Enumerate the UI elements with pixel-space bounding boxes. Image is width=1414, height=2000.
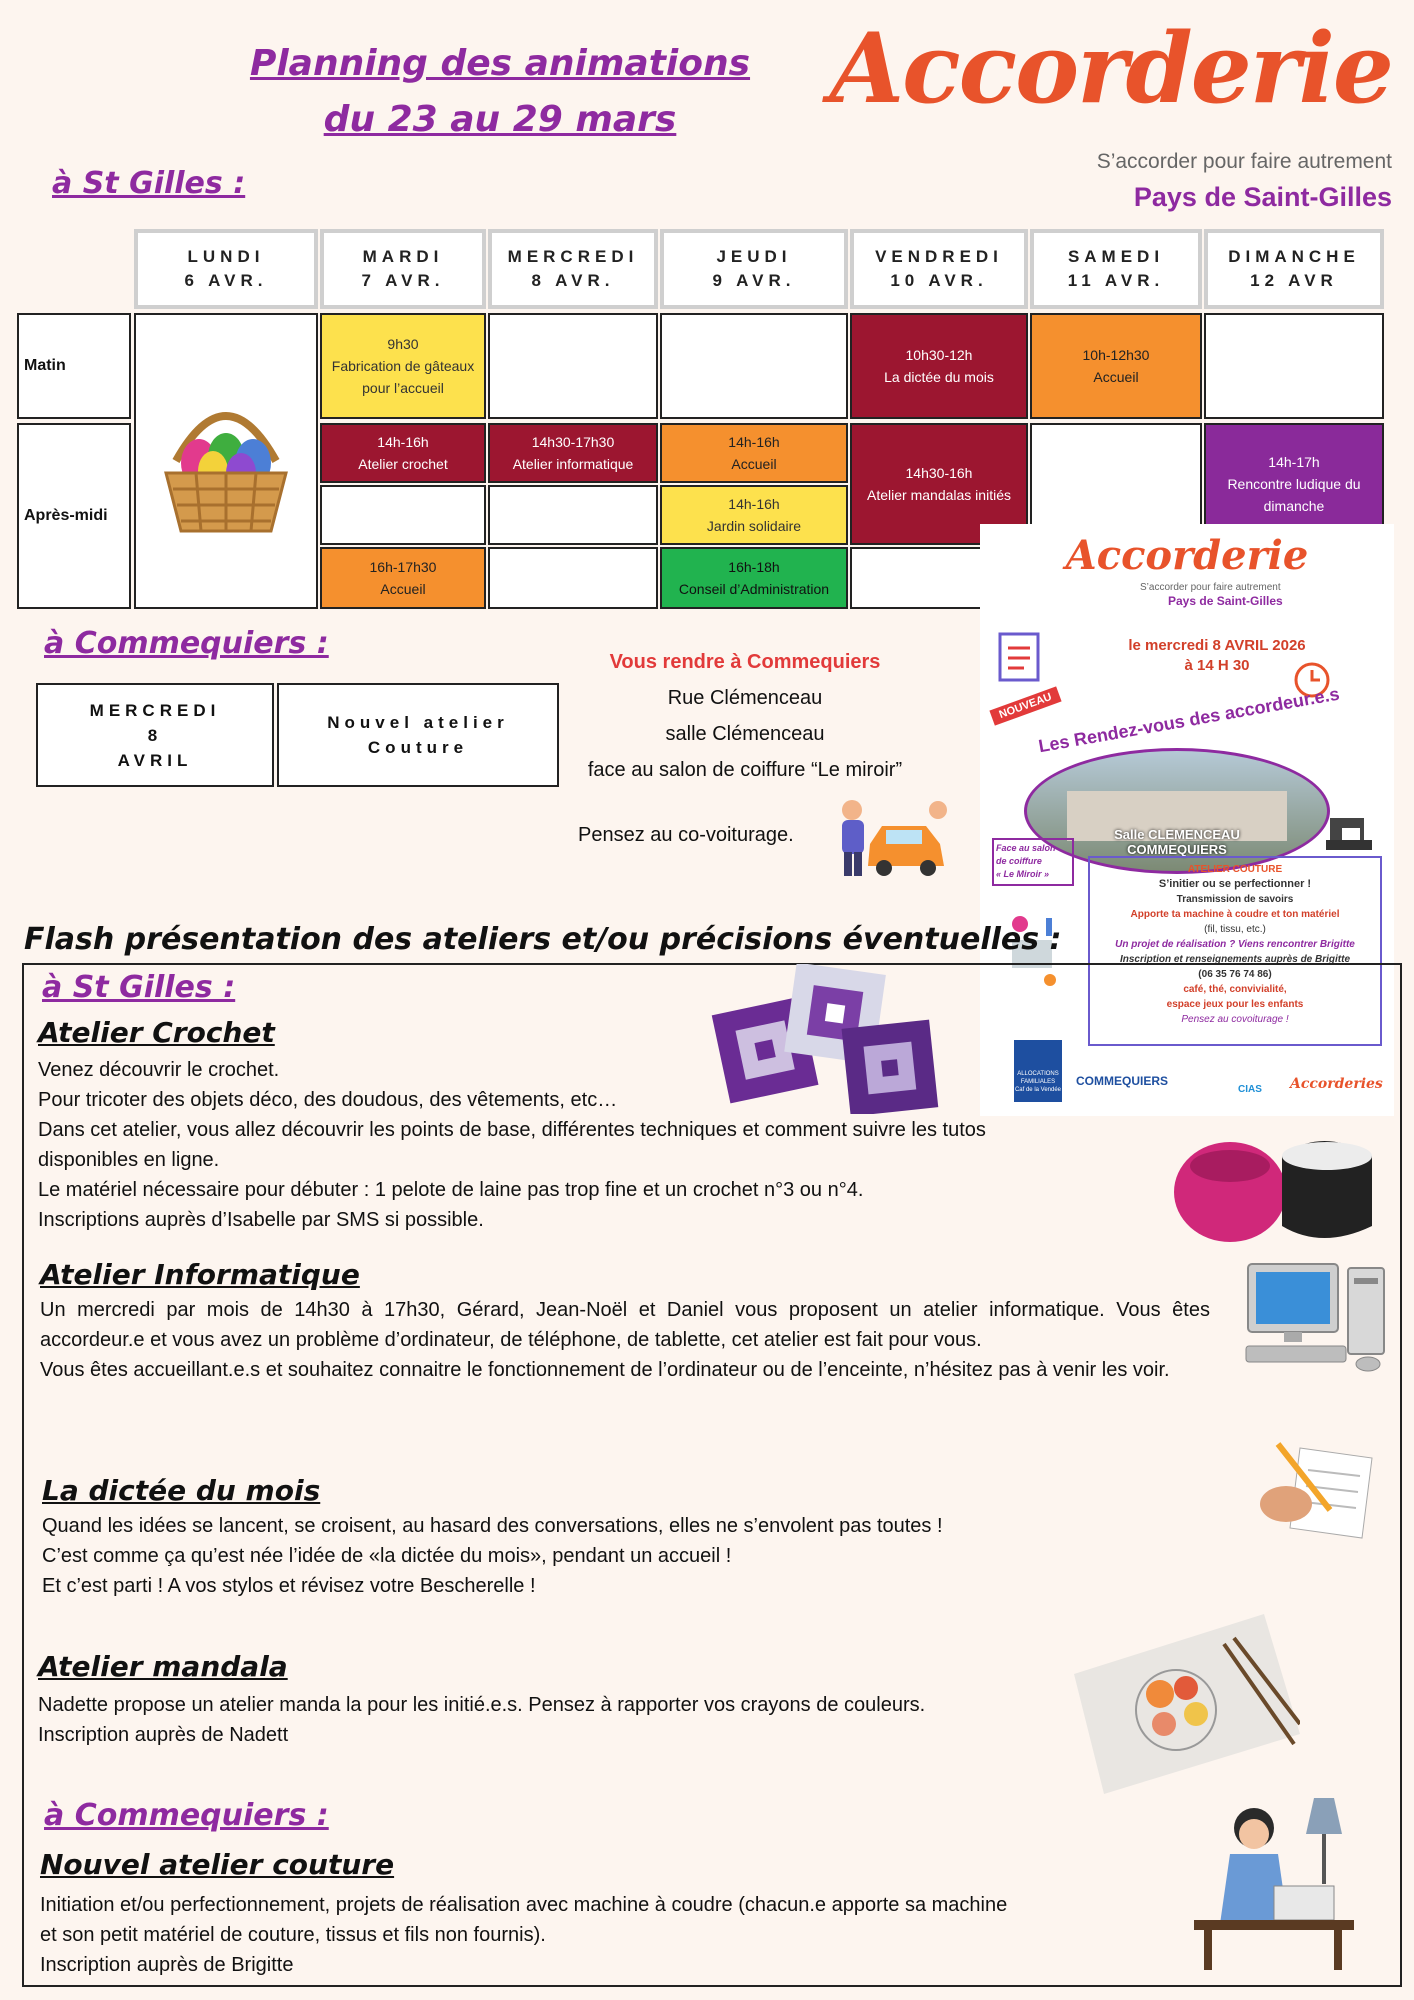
flash-title: Flash présentation des ateliers et/ou pr… — [24, 922, 1062, 957]
easter-basket-icon — [164, 412, 288, 533]
logo-pays: Pays de Saint-Gilles — [1133, 182, 1392, 212]
flash-st-gilles: à St Gilles : — [42, 970, 236, 1005]
empty-mercredi-pm3 — [488, 547, 658, 609]
crochet-title: Atelier Crochet — [38, 1016, 275, 1049]
clipboard-icon — [998, 632, 1040, 682]
crochet-squares-image — [711, 964, 939, 1114]
flash-commequiers: à Commequiers : — [44, 1798, 329, 1833]
dictee-text: Quand les idées se lancent, se croisent,… — [42, 1515, 943, 1597]
crochet-text: Venez découvrir le crochet. Pour tricote… — [38, 1059, 986, 1231]
logo-tagline: S’accorder pour faire autrement — [1096, 150, 1392, 173]
dictee-title: La dictée du mois — [42, 1474, 321, 1507]
poster-atelier-box: ATELIER COUTURE S’initier ou se perfecti… — [1088, 856, 1382, 1046]
section-commequiers: à Commequiers : — [44, 626, 329, 661]
poster-logo: Accorderie — [1065, 532, 1309, 579]
commequiers-directions: Vous rendre à Commequiers Rue Clémenceau… — [560, 644, 930, 788]
couture-title: Nouvel atelier couture — [40, 1848, 395, 1881]
mandala-drawing-image — [1074, 1614, 1300, 1794]
empty-mercredi-matin — [488, 313, 658, 419]
informatique-text: Un mercredi par mois de 14h30 à 17h30, G… — [40, 1299, 1210, 1381]
directions-landmark: face au salon de coiffure “Le miroir” — [587, 759, 903, 781]
logo-wordmark: Accorderie — [829, 12, 1394, 125]
directions-street: Rue Clémenceau — [667, 687, 823, 709]
couture-poster: Accorderie S’accorder pour faire autreme… — [980, 524, 1394, 1116]
empty-mercredi-pm2 — [488, 485, 658, 545]
informatique-title: Atelier Informatique — [40, 1258, 360, 1291]
section-st-gilles: à St Gilles : — [52, 166, 246, 201]
page-title: Planning des animations du 23 au 29 mars — [170, 36, 830, 148]
lundi-cell — [134, 313, 318, 609]
empty-jeudi-matin — [660, 313, 848, 419]
crochet-hats-image — [1174, 1141, 1372, 1242]
directions-salle: salle Clémenceau — [665, 723, 825, 745]
flash-frame — [22, 963, 1402, 1987]
title-line-2: du 23 au 29 mars — [323, 99, 677, 140]
sewing-machine-icon — [1326, 818, 1372, 850]
sponsor-cias: CIAS — [1238, 1084, 1262, 1095]
mandala-title: Atelier mandala — [38, 1650, 288, 1683]
seamstress-icon — [1194, 1798, 1354, 1970]
accorderie-logo: Accorderie S’accorder pour faire autreme… — [830, 8, 1394, 218]
sponsor-accorderies: Accorderies — [1290, 1076, 1383, 1092]
poster-nouveau-badge: NOUVEAU — [989, 686, 1062, 726]
row-label-matin: Matin — [17, 313, 131, 419]
sponsor-commequiers: COMMEQUIERS — [1076, 1074, 1169, 1088]
title-line-1: Planning des animations — [249, 43, 751, 84]
covoiturage-note: Pensez au co-voiturage. — [578, 824, 794, 846]
poster-pays: Pays de Saint-Gilles — [1168, 594, 1283, 608]
computer-icon — [1245, 1263, 1385, 1372]
empty-mardi-pm2 — [320, 485, 486, 545]
poster-tagline: S’accorder pour faire autrement — [1140, 582, 1281, 593]
couture-text: Initiation et/ou perfectionnement, proje… — [40, 1894, 1008, 1976]
mandala-text: Nadette propose un atelier manda la pour… — [38, 1694, 926, 1746]
empty-dimanche-matin — [1204, 313, 1384, 419]
carpool-icon — [842, 800, 947, 876]
directions-title: Vous rendre à Commequiers — [609, 651, 881, 673]
writing-hand-icon — [1260, 1442, 1373, 1539]
row-label-apres-midi: Après-midi — [17, 423, 131, 609]
clock-icon — [1294, 662, 1330, 698]
